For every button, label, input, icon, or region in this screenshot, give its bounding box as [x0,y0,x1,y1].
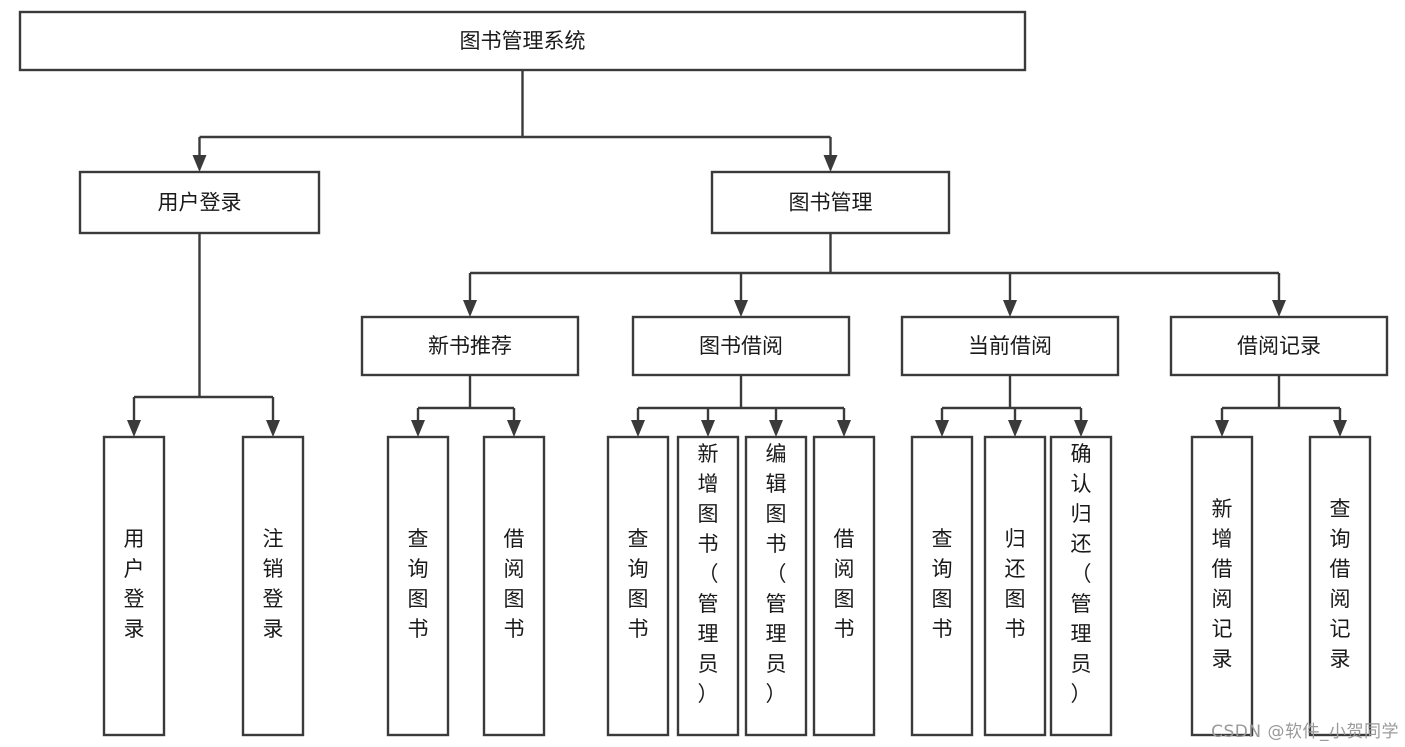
node-label-leaf-query-record: 查询借阅记录 [1330,497,1351,671]
node-label-borrow-record: 借阅记录 [1237,334,1321,358]
node-label-book-manage: 图书管理 [789,191,873,215]
node-box-leaf-add-book [676,435,740,737]
arrow-book-manage-to-new-book-recommend [463,300,477,317]
node-leaf-user-login[interactable]: 用户登录 [102,435,166,737]
node-leaf-return-book[interactable]: 归还图书 [983,435,1047,737]
node-box-new-book-recommend [360,315,580,377]
arrow-user-login-to-leaf-user-logout [266,420,280,437]
node-label-leaf-edit-book: 编辑图书（管理员） [766,442,787,706]
node-box-leaf-confirm-return [1049,435,1113,737]
node-box-leaf-add-record [1190,435,1254,737]
node-box-leaf-query-book-cur [910,435,974,737]
node-box-leaf-borrow-book [812,435,876,737]
node-leaf-user-logout[interactable]: 注销登录 [241,435,305,737]
node-box-leaf-return-book [983,435,1047,737]
node-leaf-query-book-borrow[interactable]: 查询图书 [606,435,670,737]
node-label-new-book-recommend: 新书推荐 [428,334,512,358]
arrow-current-borrow-to-leaf-return-book [1008,420,1022,437]
node-leaf-borrow-book[interactable]: 借阅图书 [812,435,876,737]
node-box-leaf-user-login [102,435,166,737]
arrow-book-manage-to-current-borrow [1003,300,1017,317]
arrow-root-to-user-login [192,155,207,172]
node-box-borrow-record [1169,315,1389,377]
node-current-borrow[interactable]: 当前借阅 [900,315,1120,377]
node-box-user-login [78,170,321,235]
arrow-book-borrow-to-leaf-edit-book [769,420,783,437]
node-label-leaf-user-login: 用户登录 [124,527,145,641]
node-label-leaf-confirm-return: 确认归还（管理员） [1071,442,1092,706]
node-label-book-borrow: 图书借阅 [699,334,783,358]
arrow-borrow-record-to-leaf-add-record [1215,420,1229,437]
node-user-login[interactable]: 用户登录 [78,170,321,235]
node-box-leaf-query-book-rec [386,435,450,737]
node-leaf-query-book-rec[interactable]: 查询图书 [386,435,450,737]
node-new-book-recommend[interactable]: 新书推荐 [360,315,580,377]
node-leaf-add-record[interactable]: 新增借阅记录 [1190,435,1254,737]
arrow-book-borrow-to-leaf-add-book [701,420,715,437]
node-root[interactable]: 图书管理系统 [18,10,1027,72]
node-leaf-query-book-cur[interactable]: 查询图书 [910,435,974,737]
node-label-leaf-borrow-book: 借阅图书 [834,527,855,641]
node-box-leaf-borrow-book-rec [482,435,546,737]
node-label-leaf-add-book: 新增图书（管理员） [698,442,719,706]
arrow-borrow-record-to-leaf-query-record [1333,420,1347,437]
node-box-current-borrow [900,315,1120,377]
arrow-book-borrow-to-leaf-borrow-book [837,420,851,437]
node-leaf-borrow-book-rec[interactable]: 借阅图书 [482,435,546,737]
node-leaf-add-book[interactable]: 新增图书（管理员） [676,435,740,737]
node-book-manage[interactable]: 图书管理 [710,170,951,235]
node-box-leaf-query-record [1308,435,1372,737]
node-label-leaf-user-logout: 注销登录 [263,527,284,641]
node-box-leaf-user-logout [241,435,305,737]
arrow-current-borrow-to-leaf-query-book-cur [935,420,949,437]
node-label-user-login: 用户登录 [158,191,242,215]
node-label-leaf-borrow-book-rec: 借阅图书 [504,527,525,641]
node-box-root [18,10,1027,72]
node-box-book-borrow [631,315,851,377]
node-leaf-confirm-return[interactable]: 确认归还（管理员） [1049,435,1113,737]
arrow-root-to-book-manage [823,155,838,172]
node-box-leaf-query-book-borrow [606,435,670,737]
arrow-new-book-recommend-to-leaf-query-book-rec [411,420,425,437]
arrow-new-book-recommend-to-leaf-borrow-book-rec [507,420,521,437]
nodes-layer: 图书管理系统用户登录图书管理新书推荐图书借阅当前借阅借阅记录用户登录注销登录查询… [18,10,1389,737]
node-label-current-borrow: 当前借阅 [968,334,1052,358]
node-leaf-edit-book[interactable]: 编辑图书（管理员） [744,435,808,737]
node-label-leaf-query-book-rec: 查询图书 [408,527,429,641]
arrow-book-manage-to-borrow-record [1272,300,1286,317]
arrow-current-borrow-to-leaf-confirm-return [1074,420,1088,437]
node-book-borrow[interactable]: 图书借阅 [631,315,851,377]
node-label-leaf-query-book-borrow: 查询图书 [628,527,649,641]
arrow-book-borrow-to-leaf-query-book-borrow [631,420,645,437]
connectors-layer [127,70,1347,437]
node-label-leaf-add-record: 新增借阅记录 [1212,497,1233,671]
arrow-user-login-to-leaf-user-login [127,420,141,437]
node-label-root: 图书管理系统 [460,29,586,53]
node-box-leaf-edit-book [744,435,808,737]
node-borrow-record[interactable]: 借阅记录 [1169,315,1389,377]
arrow-book-manage-to-book-borrow [734,300,748,317]
node-label-leaf-query-book-cur: 查询图书 [932,527,953,641]
node-leaf-query-record[interactable]: 查询借阅记录 [1308,435,1372,737]
node-box-book-manage [710,170,951,235]
node-label-leaf-return-book: 归还图书 [1005,527,1026,641]
csdn-watermark: CSDN @软件_小贺同学 [1211,722,1399,742]
